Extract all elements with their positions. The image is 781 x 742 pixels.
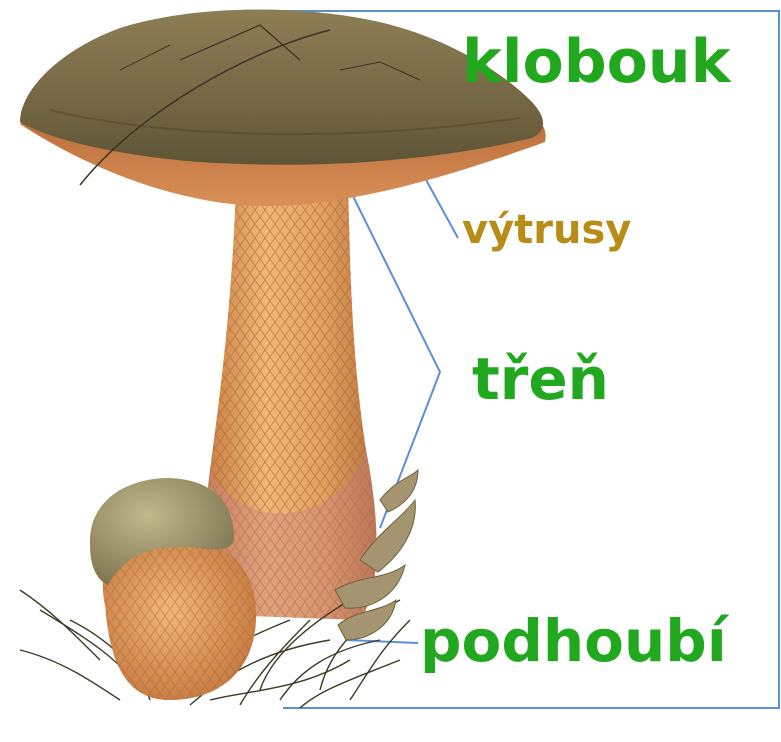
stem-label: třeň bbox=[472, 350, 609, 408]
mycelium-leader-line bbox=[345, 640, 418, 643]
cap-label: klobouk bbox=[462, 32, 730, 92]
spores-label: výtrusy bbox=[462, 210, 631, 250]
main-stem bbox=[207, 180, 377, 620]
spore-leader-line bbox=[425, 178, 458, 238]
mycelium-label: podhoubí bbox=[420, 612, 727, 670]
